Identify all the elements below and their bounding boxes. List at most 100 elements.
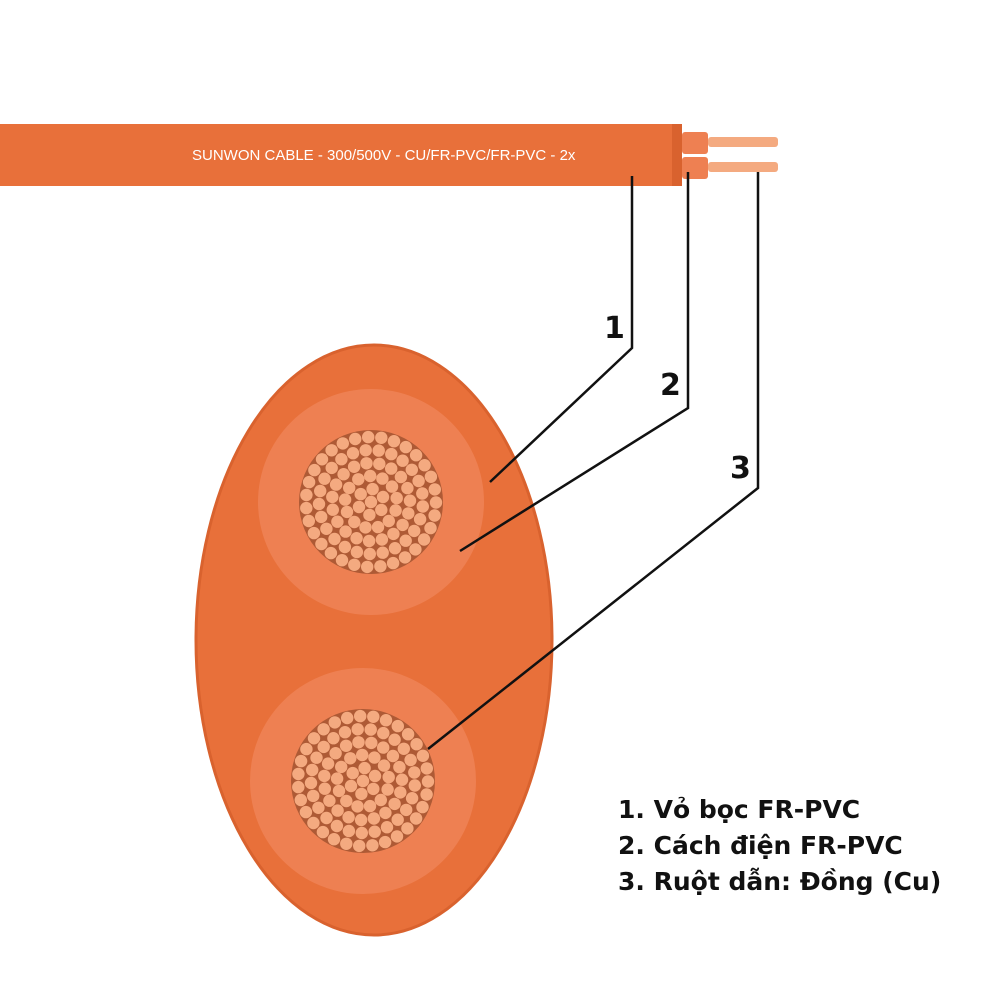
copper-strand [324, 546, 338, 560]
copper-strand [394, 786, 407, 799]
copper-strand [380, 821, 394, 834]
conductor-upper [708, 137, 778, 147]
copper-strand [320, 522, 333, 535]
copper-strand [307, 789, 320, 803]
copper-strand [355, 826, 368, 840]
copper-strand [403, 494, 417, 507]
copper-strand [317, 740, 330, 754]
leader-lines [427, 172, 760, 750]
copper-strand [306, 763, 319, 777]
copper-strand [394, 470, 408, 484]
copper-strand [352, 473, 365, 486]
copper-strand [315, 453, 329, 466]
copper-strand [382, 514, 395, 528]
copper-strand [395, 773, 409, 786]
copper-strand [391, 719, 404, 733]
copper-strand [366, 839, 379, 852]
copper-strand [342, 824, 356, 838]
copper-strand [300, 488, 313, 502]
copper-strand [376, 490, 390, 504]
copper-strand [340, 794, 353, 808]
copper-strand [385, 447, 398, 461]
copper-strand [359, 444, 372, 457]
copper-strand [344, 779, 358, 793]
copper-strand [376, 546, 389, 559]
copper-strand [404, 753, 417, 767]
copper-strand [413, 513, 427, 526]
copper-strand [374, 793, 387, 807]
sheath-end-shade [672, 124, 682, 186]
copper-strand [388, 542, 402, 555]
legend-item-insulation: 2. Cách điện FR-PVC [618, 831, 903, 860]
copper-strand [410, 738, 423, 751]
copper-strand [340, 505, 354, 519]
copper-strand [328, 716, 341, 729]
copper-strand [364, 723, 377, 736]
callout-number-1: 1 [604, 311, 625, 346]
copper-strand [344, 752, 357, 765]
copper-strand [327, 732, 340, 745]
copper-strand [355, 787, 368, 801]
copper-strand [401, 822, 414, 835]
copper-strand [314, 484, 327, 498]
copper-strand [312, 801, 325, 814]
copper-strand [361, 560, 374, 574]
copper-strand [308, 463, 321, 477]
copper-strand [408, 779, 421, 792]
copper-strand [398, 551, 412, 564]
copper-strand [372, 444, 385, 457]
copper-strand [368, 769, 382, 783]
copper-strand [385, 480, 399, 493]
copper-strand [356, 774, 370, 788]
copper-strand [420, 788, 433, 801]
copper-strand [365, 736, 378, 750]
copper-strand [350, 545, 364, 559]
cable-marking-text: SUNWON CABLE - 300/500V - CU/FR-PVC/FR-P… [192, 147, 576, 164]
copper-strand [335, 554, 349, 567]
copper-strand [399, 534, 412, 547]
copper-strand [338, 493, 352, 506]
copper-strand [405, 463, 418, 476]
copper-strand [336, 437, 349, 450]
copper-strand [378, 835, 392, 849]
copper-strand [315, 537, 328, 551]
copper-strand [366, 482, 379, 496]
copper-strand [362, 430, 375, 444]
copper-strand [402, 507, 415, 520]
copper-strand [373, 457, 386, 471]
copper-strand [364, 469, 377, 483]
copper-strand [377, 759, 391, 772]
copper-strand [299, 805, 313, 819]
copper-strand [363, 508, 376, 522]
copper-strand [312, 497, 326, 511]
copper-strand [385, 462, 398, 475]
copper-strand [429, 496, 443, 509]
copper-strand [376, 472, 389, 485]
copper-strand [318, 472, 331, 485]
copper-strand [335, 760, 348, 774]
copper-strand [339, 739, 353, 752]
copper-strand [325, 461, 338, 475]
copper-strand [416, 487, 429, 500]
copper-strand [339, 525, 352, 538]
copper-strand [302, 475, 316, 489]
copper-strand [310, 751, 323, 764]
callout-number-2: 2 [660, 368, 681, 403]
copper-strand [307, 526, 321, 540]
copper-strand [315, 510, 328, 524]
copper-strand [371, 520, 385, 534]
copper-strand [329, 747, 342, 760]
copper-strand [331, 804, 344, 817]
copper-strand [379, 714, 393, 727]
copper-strand [338, 540, 352, 554]
copper-strand [327, 833, 341, 846]
copper-strand [418, 459, 431, 472]
copper-strand [377, 726, 390, 740]
copper-strand [337, 468, 350, 481]
callout-number-3: 3 [730, 451, 751, 486]
copper-strand [359, 521, 372, 534]
legend-item-conductor: 3. Ruột dẫn: Đồng (Cu) [618, 867, 942, 896]
copper-strand [320, 811, 333, 825]
copper-strand [342, 811, 355, 824]
